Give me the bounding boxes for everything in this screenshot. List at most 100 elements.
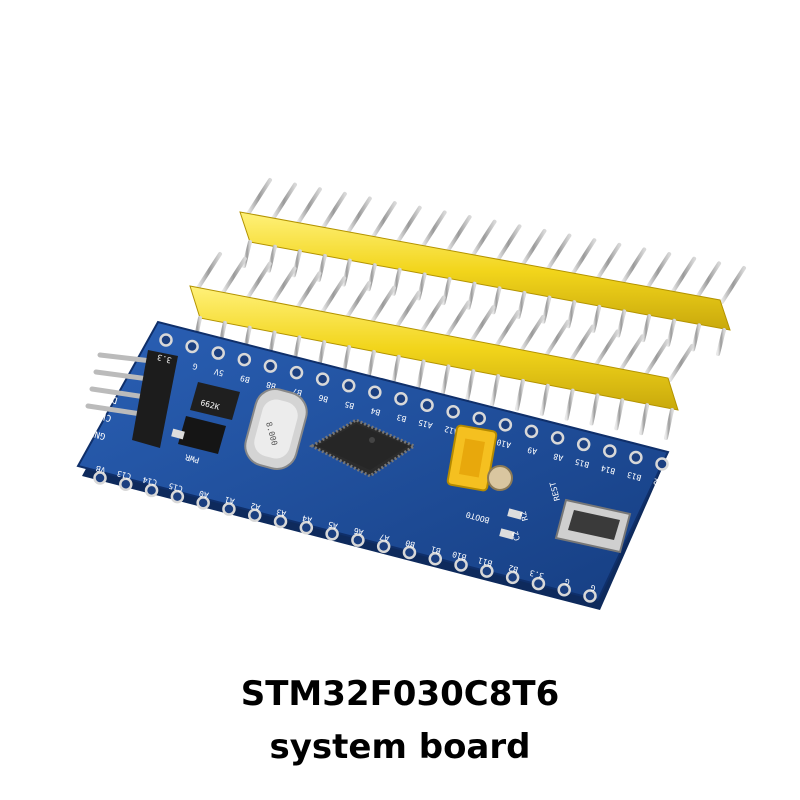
microcontroller-chip [308,418,418,478]
bottom-pin-label: A6 [353,526,365,537]
pin-hole [524,424,539,439]
boot-jumper [446,424,498,492]
pin-hole [472,411,487,426]
header-pin [668,344,694,382]
pin-hole [454,558,468,572]
header-pin [245,261,272,300]
header-pin [614,398,625,431]
header-pin [645,252,672,291]
bottom-pin-label: B1 [430,544,442,555]
crystal-oscillator: 8.000 [244,388,308,470]
bottom-pin-label: B11 [477,555,493,567]
header-pin [670,256,697,295]
bottom-pin-label: G [589,583,596,593]
product-subtitle: system board [269,727,531,767]
header-pin [545,233,572,272]
header-pin [394,290,421,329]
header-pin [419,295,446,334]
pin-hole [159,333,173,347]
pin-hole [289,365,304,380]
pin-hole [394,391,408,406]
pin-hole [629,450,643,465]
header-pin [320,276,347,315]
pin-hole [341,378,356,393]
pin-hole [299,520,314,535]
top-pin-label: B6 [317,393,329,404]
bottom-pin-label: A4 [301,513,313,524]
voltage-regulator: 662K [178,382,240,454]
top-pin-label: B14 [600,463,616,475]
top-pin-label: B4 [370,406,382,417]
header-pin [490,374,501,407]
header-pin [345,281,372,320]
header-pin [720,266,746,304]
top-pin-row: 3.3G5VB9B8B7B6B5B4B3A15A12A11A10A9A8B15B… [156,333,669,489]
header-pin [495,224,522,263]
bottom-pin-label: A3 [275,507,287,518]
header-pin [589,393,600,426]
pin-hole [273,514,288,529]
bottom-pin-label: A7 [378,532,390,543]
smd-components [171,428,523,540]
header-pin [270,182,297,221]
header-pin [518,314,545,353]
pin-hole [420,398,434,413]
top-pin-label: B7 [291,386,303,397]
pin-hole [144,483,159,498]
pin-hole [351,533,365,547]
swd-label-dio: DIO [100,391,118,405]
header-pin [691,323,702,352]
pin-hole [531,576,546,591]
pin-hole [170,489,185,504]
product-title: STM32F030C8T6 [240,674,560,714]
pin-hole [583,589,597,603]
pin-hole [505,570,520,585]
bottom-pin-label: A1 [224,495,236,506]
header-pin [445,215,472,254]
bottom-pin-label: VB [95,464,107,475]
product-photo: 3.3G5VB9B8B7B6B5B4B3A15A12A11A10A9A8B15B… [76,178,746,610]
bottom-pin-label: B2 [507,563,519,574]
header-pin [345,196,372,235]
header-pin [465,369,476,402]
top-pin-label: A9 [526,445,538,456]
pin-hole [498,418,513,432]
pin-hole [222,502,236,516]
header-pin [295,187,322,226]
header-pin [395,205,422,244]
pin-hole [557,583,571,597]
top-pin-label: G [191,361,198,371]
top-pin-label: B3 [396,412,408,423]
header-pin [196,252,222,290]
pin-hole [480,564,494,578]
header-pin [470,219,497,258]
top-pin-label: B15 [574,457,590,469]
r2-label: R2 [519,510,530,522]
pin-hole [603,444,617,458]
bottom-pin-label: A5 [327,519,339,530]
pin-hole [315,372,330,386]
pin-hole [402,545,417,560]
pin-hole [93,471,107,485]
pin-hole [376,539,391,554]
header-pin [716,328,726,356]
header-pin [514,378,525,411]
c2-label: C2 [511,530,522,542]
header-pin [420,210,447,249]
header-pin [570,238,597,277]
bottom-pin-label: G [564,577,571,587]
header-pin [469,305,496,344]
bottom-pin-label: A0 [198,488,210,499]
pin-hole [263,359,278,373]
header-pin [220,256,247,295]
header-pin [494,310,521,349]
header-pin [639,403,650,436]
header-pin [520,228,547,267]
header-pin [390,354,401,387]
header-pin [568,324,595,363]
bottom-pin-label: 3.3 [528,568,544,580]
header-pin [543,319,570,358]
bottom-pin-label: C14 [142,475,158,487]
top-pin-label: A8 [552,451,564,462]
